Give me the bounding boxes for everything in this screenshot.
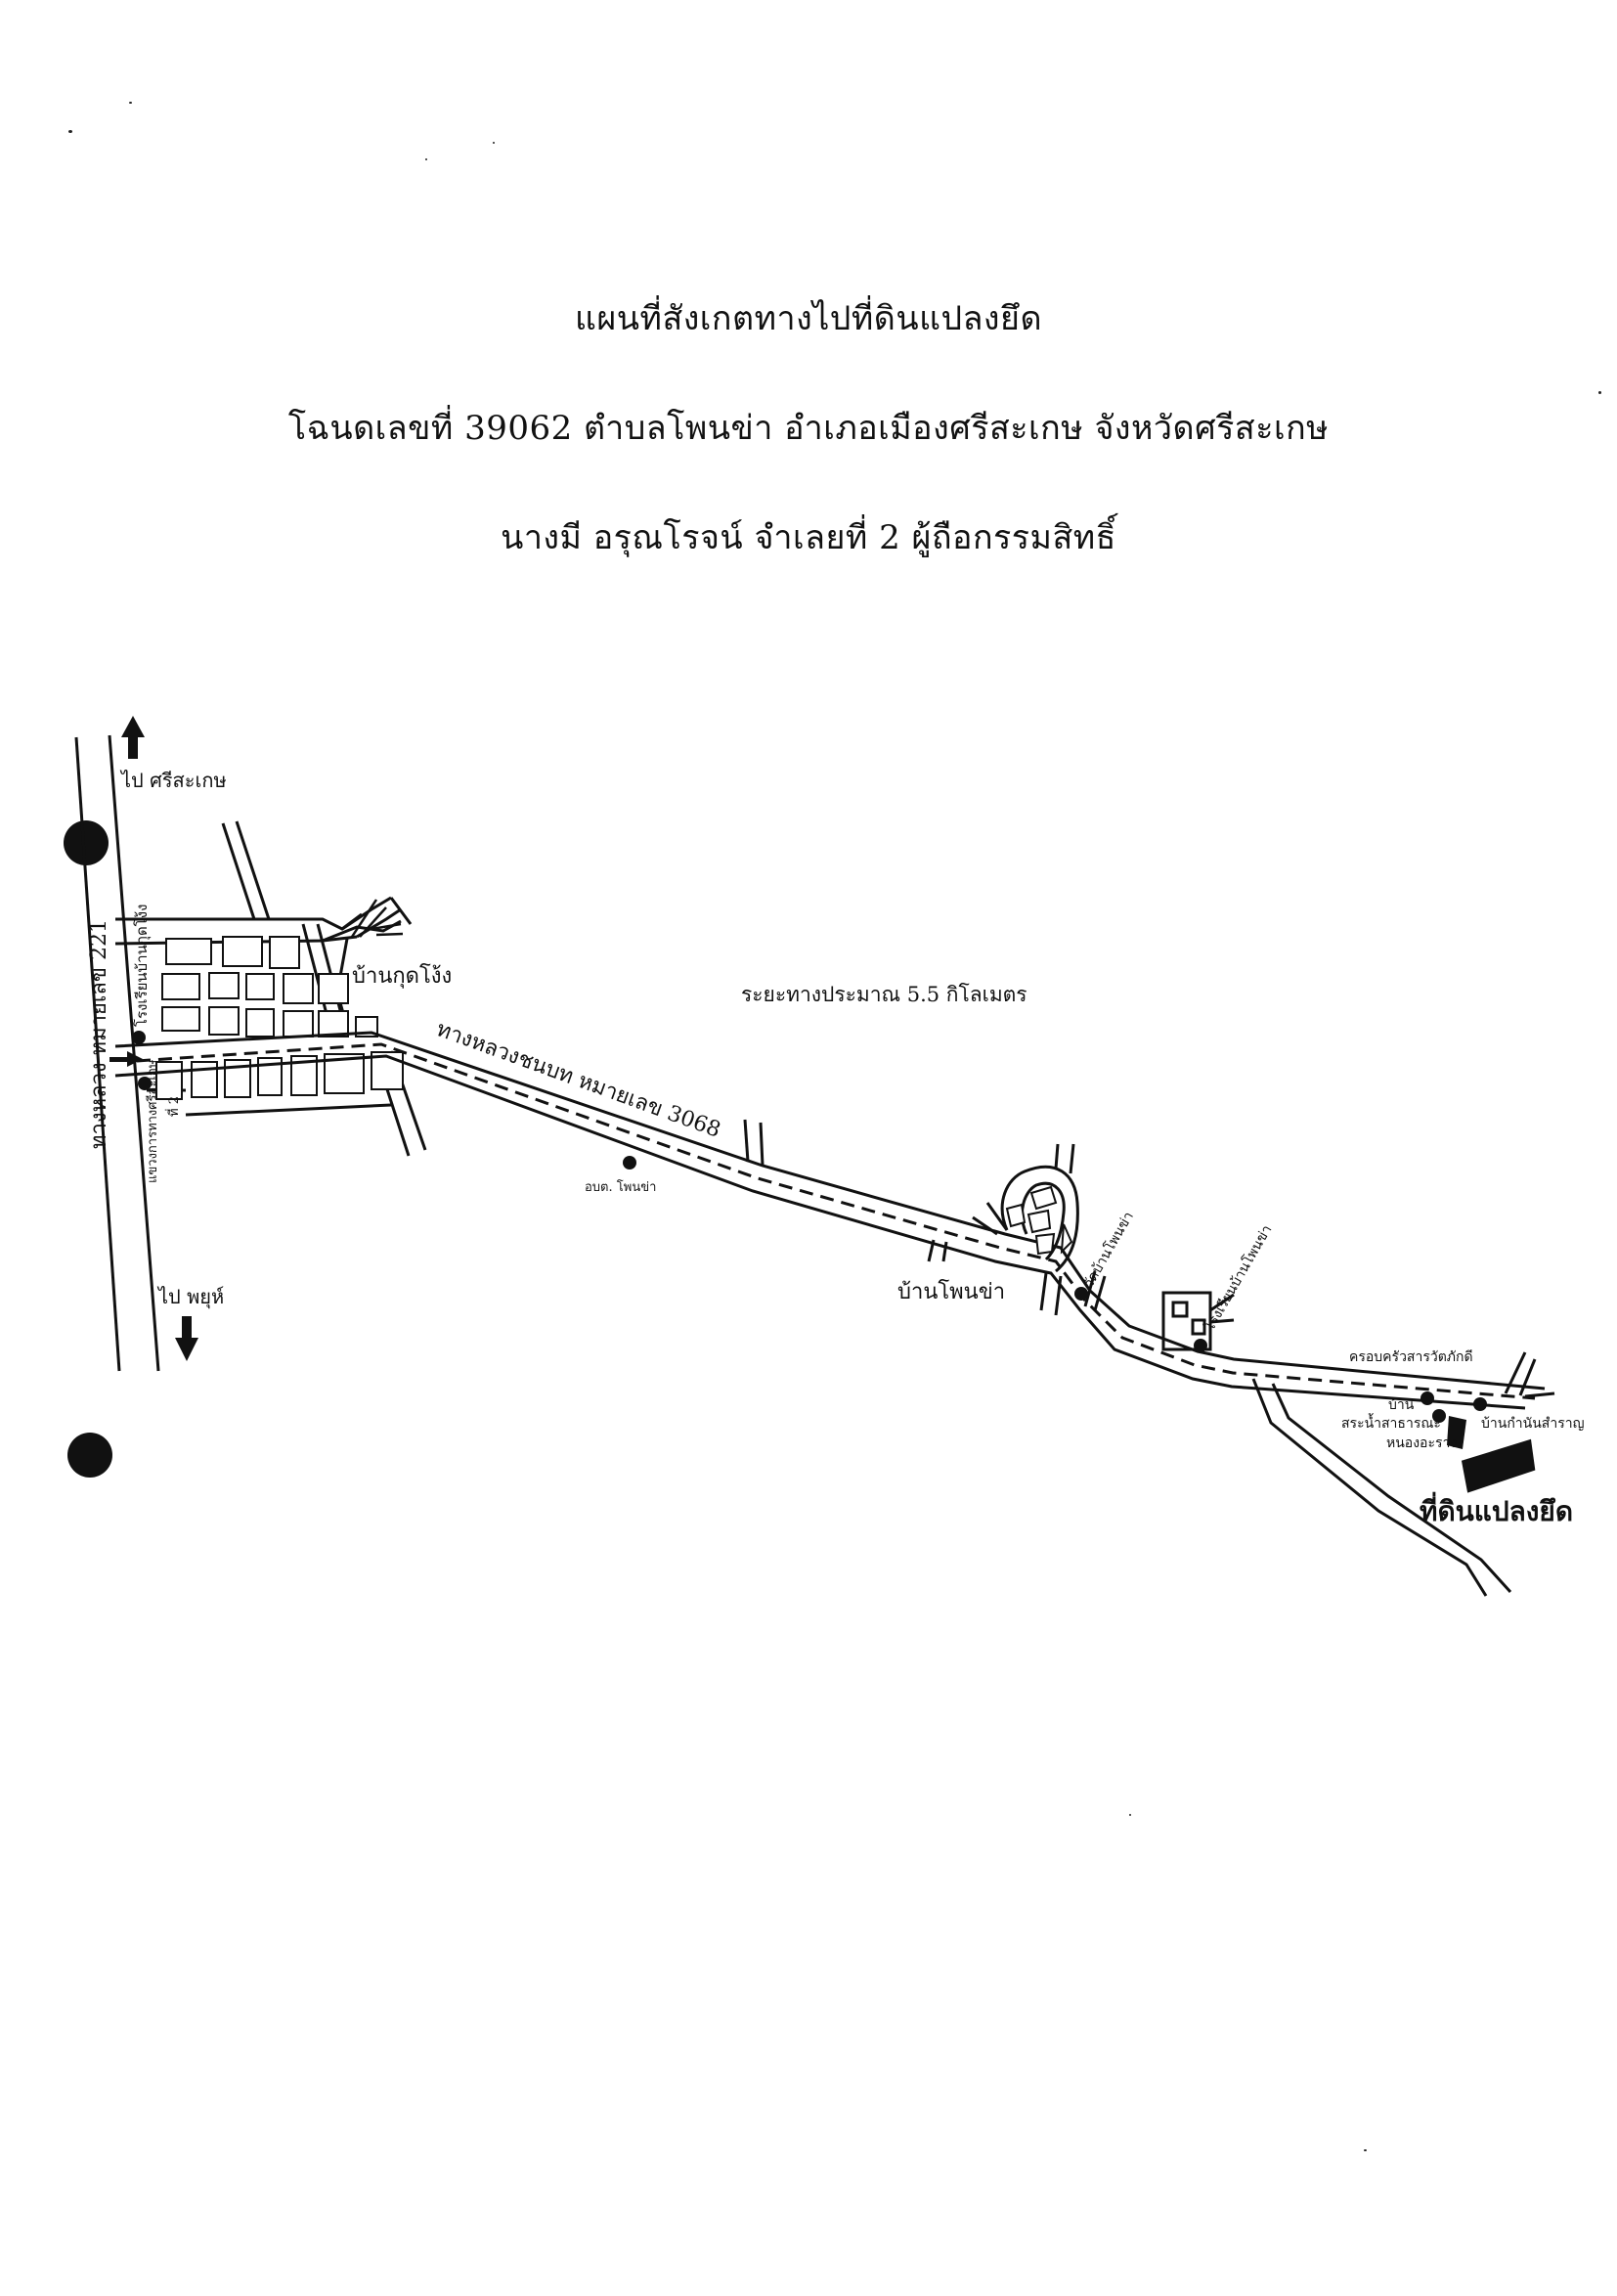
scan-speck [68,130,72,133]
to-south-label: ไป พยุห์ [156,1285,224,1309]
arrow-down-icon [175,1316,198,1361]
road-3068 [114,1031,1546,1410]
scan-speck [129,102,132,104]
village-spurs [350,899,404,938]
scan-speck [425,158,427,160]
pond-label: สระน้ำสาธารณะ [1341,1413,1441,1432]
pond-marker [1432,1409,1446,1423]
rural-road-label: ทางหลวงชนบท หมายเลข 3068 [433,1017,723,1143]
scan-speck [1598,391,1601,394]
scan-speck [1129,1814,1131,1816]
highway-office-marker [138,1077,152,1090]
village-kudchong-label: บ้านกุดโง้ง [352,963,452,989]
village-phonkha-label: บ้านโพนข่า [897,1279,1005,1304]
chief-house-label: บ้านกำนันสำราญ [1481,1416,1585,1432]
side-road [743,1119,765,1167]
family-house-marker [1420,1391,1434,1405]
east-road-spurs [1504,1351,1555,1398]
deed-info: โฉนดเลขที่ 39062 ตำบลโพนข่า อำเภอเมืองศร… [287,409,1330,448]
highway-office-label: แขวงการทางศรีสะเกษ [145,1059,160,1183]
to-north-label: ไป ศรีสะเกษ [119,769,227,792]
village-label: บ้าน [1388,1397,1415,1413]
arrow-right-icon [109,1051,143,1067]
location-map: ไป ศรีสะเกษ ไป พยุห์ ทางหลวง หมายเลข 221… [64,716,1585,1597]
arrow-up-icon [121,716,145,759]
target-label: ที่ดินแปลงยึด [1420,1491,1573,1527]
phonkha-school-compound [1161,1291,1235,1351]
phonkha-village [927,1143,1107,1316]
pond-name-label: หนองอะราง [1386,1435,1457,1451]
tao-office-marker [623,1156,636,1170]
target-connector [1447,1416,1466,1449]
binder-hole-bottom [67,1433,112,1478]
distance-label: ระยะทางประมาณ 5.5 กิโลเมตร [741,983,1027,1006]
target-plot [1461,1438,1536,1493]
school-phonkha-marker [1194,1339,1207,1352]
village-blocks [155,936,404,1100]
tao-office-label: อบต. โพนข่า [585,1179,656,1195]
map-title: แผนที่สังเกตทางไปที่ดินแปลงยึด [574,299,1043,338]
owner-info: นางมี อรุณโรจน์ จำเลยที่ 2 ผู้ถือกรรมสิท… [501,518,1116,557]
chief-house-marker [1473,1397,1487,1411]
highway-221 [74,734,160,1372]
highway-label: ทางหลวง หมายเลข 221 [87,919,111,1149]
temple-phonkha-label: วัดบ้านโพนข่า [1080,1209,1137,1291]
school-kudchong-label: โรงเรียนบ้านกุดโง้ง [133,905,152,1027]
highway-office-label-b: ที่ 2 [165,1096,182,1117]
binder-hole-top [64,820,109,865]
school-phonkha-label: โรงเรียนบ้านโพนข่า [1202,1222,1276,1334]
temple-phonkha-marker [1074,1287,1088,1301]
scan-speck [1364,2149,1367,2151]
family-house-label: ครอบครัวสารวัตภักดี [1349,1349,1473,1365]
school-kudchong-marker [132,1031,146,1044]
phonkha-blocks [1005,1185,1073,1256]
south-branch-road [1251,1378,1512,1597]
scan-speck [493,142,495,144]
